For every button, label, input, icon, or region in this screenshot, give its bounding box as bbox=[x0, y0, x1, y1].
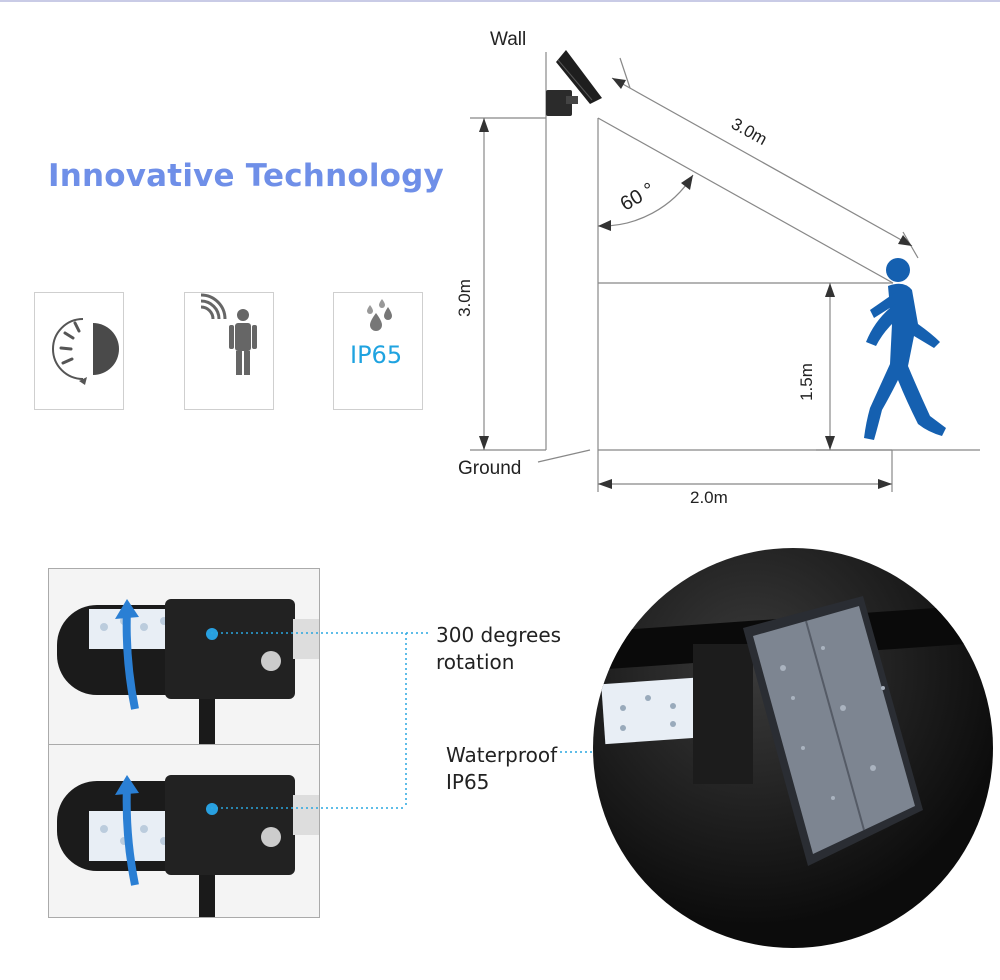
waterproof-callout-line2: IP65 bbox=[446, 770, 490, 794]
running-person-silhouette bbox=[864, 258, 946, 440]
top-divider bbox=[0, 0, 1000, 2]
light-sensor-feature-box bbox=[34, 292, 124, 410]
rotation-photo-top bbox=[48, 568, 320, 746]
rotation-callout: 300 degrees rotation bbox=[436, 622, 561, 676]
range-top-tick bbox=[619, 57, 631, 89]
motion-sensor-person-icon bbox=[200, 293, 257, 375]
rotation-photo-bottom bbox=[48, 744, 320, 918]
ground-label: Ground bbox=[458, 458, 522, 479]
water-drops-icon bbox=[367, 299, 392, 331]
detection-ray bbox=[597, 117, 894, 284]
wall-label: Wall bbox=[490, 29, 527, 50]
ip-rating-label: IP65 bbox=[350, 341, 403, 369]
dusk-to-dawn-sensor-icon bbox=[52, 318, 119, 385]
installation-diagram bbox=[470, 50, 980, 492]
section-heading: Innovative Technology bbox=[48, 158, 444, 194]
wall-mounted-light-icon bbox=[546, 50, 602, 116]
motion-sensor-feature-box bbox=[184, 292, 274, 410]
ground-pointer bbox=[537, 449, 591, 463]
waterproof-callout: Waterproof IP65 bbox=[446, 742, 557, 796]
waterproof-callout-line1: Waterproof bbox=[446, 743, 558, 767]
solar-panel-photo bbox=[593, 548, 993, 948]
distance-label: 2.0m bbox=[690, 488, 728, 507]
rotation-callout-line2: rotation bbox=[436, 650, 515, 674]
range-dimension bbox=[611, 77, 913, 247]
rotation-callout-line1: 300 degrees bbox=[436, 623, 562, 647]
waterproof-feature-box: IP65 bbox=[333, 292, 423, 410]
